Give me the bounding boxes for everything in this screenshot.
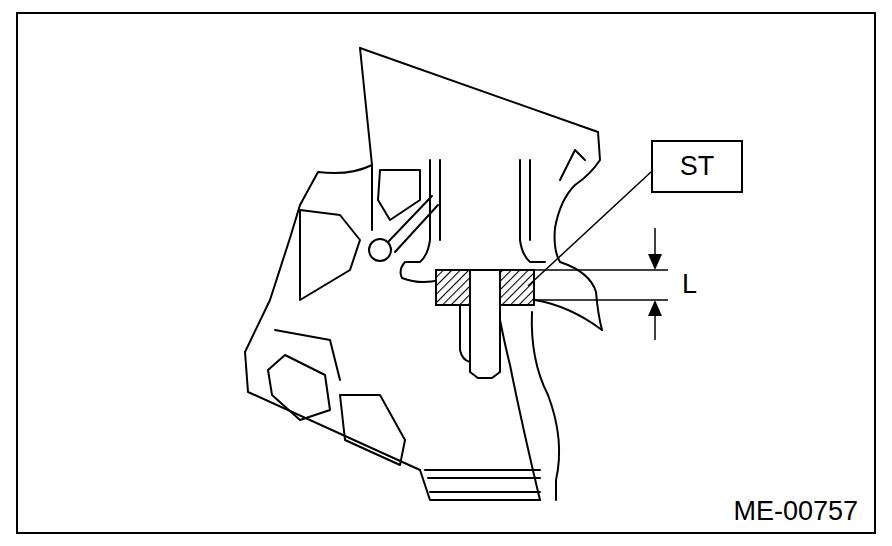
dimension-l [534, 228, 668, 340]
tool-label: ST [680, 152, 715, 182]
frame [17, 13, 875, 533]
head-outline [245, 48, 602, 500]
special-tool [436, 270, 534, 305]
leader-line [528, 172, 651, 286]
dimension-label: L [682, 270, 697, 300]
figure-code: ME-00757 [733, 497, 858, 527]
tool-label-box: ST [651, 140, 743, 193]
